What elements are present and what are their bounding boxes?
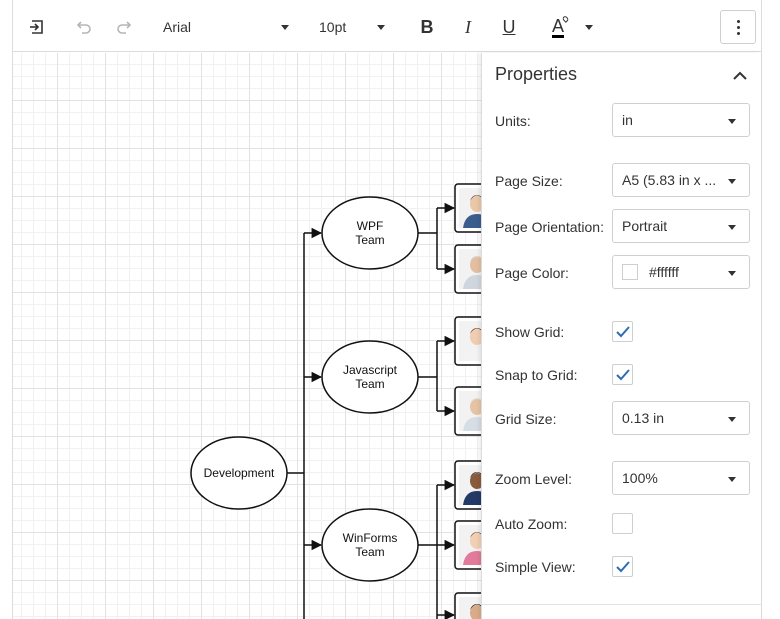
- units-select[interactable]: in: [612, 103, 750, 137]
- node-label: WPF: [357, 219, 384, 233]
- auto-zoom-label: Auto Zoom:: [495, 516, 568, 532]
- employee-photo-card[interactable]: [454, 592, 481, 619]
- node-label: Team: [355, 545, 384, 559]
- underline-button[interactable]: U: [497, 10, 521, 44]
- page-color-label: Page Color:: [495, 265, 569, 281]
- toolbar: Arial 10pt B I U A: [12, 0, 762, 52]
- node-javascript-team[interactable]: Javascript Team: [321, 340, 419, 414]
- person-photo-icon: [459, 391, 481, 431]
- page-size-select[interactable]: A5 (5.83 in x ...: [612, 163, 750, 197]
- italic-button[interactable]: I: [456, 10, 480, 44]
- font-size-value: 10pt: [319, 19, 347, 35]
- grid-size-label: Grid Size:: [495, 411, 557, 427]
- font-size-select[interactable]: 10pt: [319, 10, 385, 44]
- node-label: Javascript: [343, 363, 398, 377]
- font-color-button[interactable]: A: [543, 10, 573, 44]
- page-orientation-label: Page Orientation:: [495, 219, 604, 235]
- more-options-button[interactable]: [720, 10, 756, 44]
- chevron-down-icon: [728, 271, 736, 276]
- properties-panel: Properties Units: in Page Size: A5 (5.83…: [481, 53, 762, 619]
- grid-size-select[interactable]: 0.13 in: [612, 401, 750, 435]
- page-size-value: A5 (5.83 in x ...: [622, 172, 717, 188]
- chevron-up-icon[interactable]: [732, 67, 752, 83]
- grid-size-value: 0.13 in: [622, 410, 665, 426]
- checkmark-icon: [616, 561, 630, 573]
- employee-photo-card[interactable]: [454, 183, 481, 233]
- node-development[interactable]: Development: [190, 436, 288, 510]
- zoom-level-select[interactable]: 100%: [612, 461, 750, 495]
- chevron-down-icon: [728, 417, 736, 422]
- undo-icon[interactable]: [71, 10, 95, 44]
- panel-title: Properties: [495, 64, 578, 84]
- page-orientation-select[interactable]: Portrait: [612, 209, 750, 243]
- snap-to-grid-checkbox[interactable]: [612, 364, 633, 385]
- show-grid-label: Show Grid:: [495, 324, 565, 340]
- node-label: Team: [355, 377, 384, 391]
- chevron-down-icon: [585, 24, 593, 30]
- chevron-down-icon: [728, 179, 736, 184]
- italic-icon: I: [465, 16, 471, 37]
- bold-button[interactable]: B: [415, 10, 439, 44]
- underline-icon: U: [502, 16, 516, 37]
- employee-photo-card[interactable]: [454, 316, 481, 366]
- node-winforms-team[interactable]: WinForms Team: [321, 508, 419, 582]
- font-family-value: Arial: [163, 19, 192, 35]
- connectors: [287, 202, 456, 619]
- chevron-down-icon: [728, 225, 736, 230]
- chevron-down-icon: [728, 119, 736, 124]
- person-photo-icon: [459, 249, 481, 289]
- font-family-select[interactable]: Arial: [163, 10, 289, 44]
- org-chart: Development WPF Team Javascript Team Win…: [190, 183, 481, 619]
- node-label: WinForms: [343, 531, 398, 545]
- node-label: Team: [355, 233, 384, 247]
- diagram-canvas[interactable]: Development WPF Team Javascript Team Win…: [13, 53, 481, 619]
- person-photo-icon: [459, 525, 481, 565]
- zoom-level-value: 100%: [622, 470, 658, 486]
- redo-icon[interactable]: [113, 10, 137, 44]
- employee-photo-card[interactable]: [454, 386, 481, 436]
- employee-photo-card[interactable]: [454, 520, 481, 570]
- panel-divider: [482, 604, 762, 605]
- color-swatch: [622, 264, 638, 280]
- person-photo-icon: [459, 597, 481, 619]
- employee-photo-card[interactable]: [454, 244, 481, 294]
- page-orientation-value: Portrait: [622, 218, 668, 234]
- units-label: Units:: [495, 113, 531, 129]
- zoom-level-label: Zoom Level:: [495, 471, 573, 487]
- page-color-value: #ffffff: [649, 264, 679, 280]
- font-color-icon: A: [551, 15, 564, 38]
- diagram-editor: [12, 0, 762, 619]
- more-vertical-icon: [736, 19, 740, 35]
- chevron-down-icon: [281, 25, 289, 30]
- units-value: in: [622, 112, 633, 128]
- checkmark-icon: [616, 369, 630, 381]
- font-color-dropdown[interactable]: [581, 10, 597, 44]
- simple-view-label: Simple View:: [495, 559, 576, 575]
- node-label: Development: [204, 466, 275, 480]
- show-grid-checkbox[interactable]: [612, 321, 633, 342]
- exit-icon[interactable]: [25, 10, 49, 44]
- checkmark-icon: [616, 326, 630, 338]
- chevron-down-icon: [377, 25, 385, 30]
- page-size-label: Page Size:: [495, 173, 563, 189]
- photo-cards: [454, 183, 481, 619]
- bold-icon: B: [420, 16, 434, 37]
- employee-photo-card[interactable]: [454, 460, 481, 510]
- simple-view-checkbox[interactable]: [612, 556, 633, 577]
- page-color-picker[interactable]: #ffffff: [612, 255, 750, 289]
- person-photo-icon: [459, 188, 481, 228]
- auto-zoom-checkbox[interactable]: [612, 513, 633, 534]
- person-photo-icon: [459, 321, 481, 361]
- node-wpf-team[interactable]: WPF Team: [321, 196, 419, 270]
- snap-to-grid-label: Snap to Grid:: [495, 367, 578, 383]
- person-photo-icon: [459, 465, 481, 505]
- chevron-down-icon: [728, 477, 736, 482]
